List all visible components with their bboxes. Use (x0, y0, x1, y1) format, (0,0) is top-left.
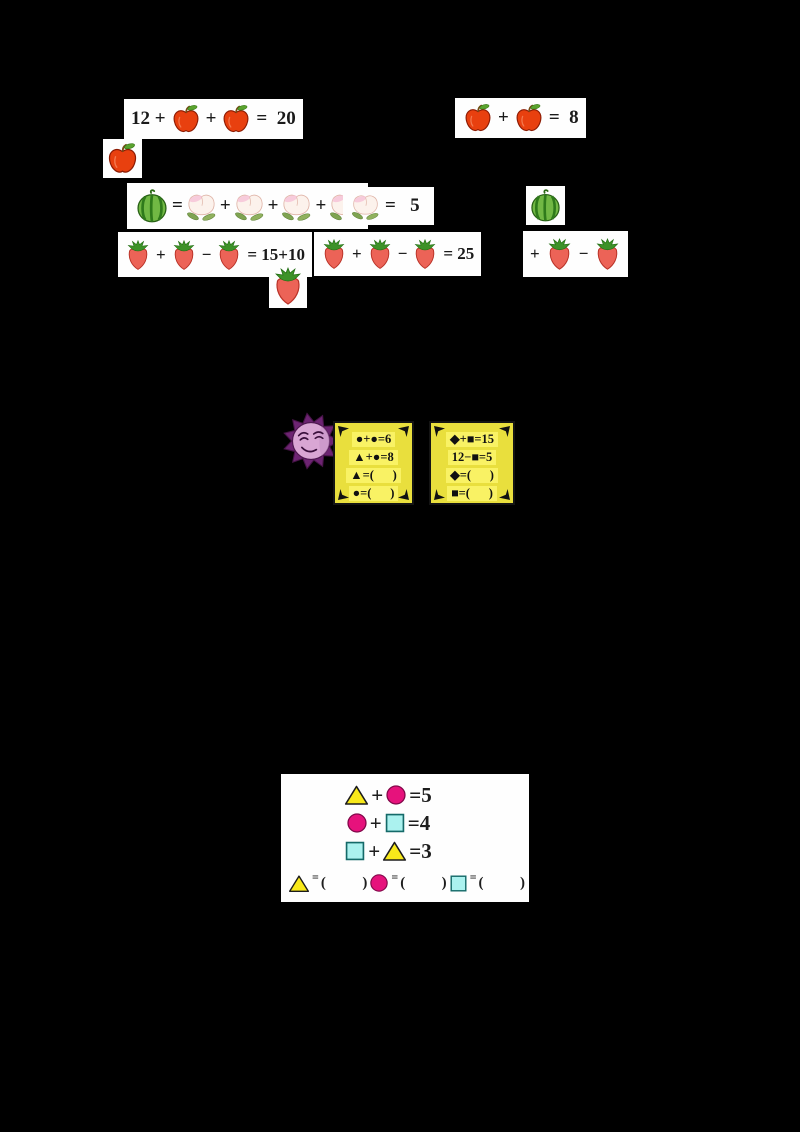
corner-mark-icon (434, 489, 445, 500)
equation-apple-sum-patch: 12 + + = 20 (124, 99, 303, 139)
apple-icon (172, 103, 199, 133)
equation-text: = 5 (385, 195, 420, 216)
strawberry-icon (275, 267, 301, 305)
equation-berries-a-patch: + − = 15+10 (118, 232, 312, 277)
answer-blank: ( ) (320, 874, 370, 891)
puzzle-row: + =4 (281, 809, 529, 837)
corner-mark-icon (398, 426, 409, 437)
card-equation: ●+●=6 (351, 432, 396, 447)
puzzle-rhs: =3 (409, 838, 432, 863)
corner-mark-icon (434, 426, 445, 437)
equation-text: + (219, 195, 231, 216)
square-icon (346, 841, 365, 861)
strawberry-solo-patch (269, 264, 307, 308)
puzzle-row: + =3 (281, 837, 529, 865)
equation-text: + (352, 244, 362, 263)
answer-equals: = (312, 869, 319, 884)
corner-mark-icon (499, 489, 510, 500)
answer-group-triangle: = ( ) (288, 870, 370, 893)
equation-text: − (578, 244, 589, 263)
square-icon (450, 875, 467, 891)
puzzle-op: + (369, 810, 382, 835)
puzzle-row: + =5 (281, 781, 529, 809)
card-equation: ◆=( ) (446, 468, 498, 483)
apple-icon (108, 141, 137, 174)
puzzle-rhs: =4 (407, 810, 431, 835)
equation-berries-c-patch: + − (523, 231, 629, 277)
card-equation: ▲=( ) (346, 468, 401, 483)
triangle-icon (288, 874, 310, 892)
circle-icon (347, 813, 367, 833)
watermelon-solo-patch (526, 186, 565, 225)
sun-face-icon (283, 412, 339, 470)
equation-text: + (530, 244, 540, 263)
answer-group-square: = ( ) (449, 870, 528, 893)
corner-mark-icon (499, 426, 510, 437)
watermelon-icon (530, 188, 561, 223)
equation-text: = 15+10 (247, 244, 305, 264)
triangle-icon (383, 841, 407, 861)
equation-text: = 25 (443, 244, 475, 263)
square-icon (385, 813, 405, 833)
corner-mark-icon (398, 489, 409, 500)
peach-icon (281, 193, 312, 222)
equation-peach-value-patch: = 5 (343, 187, 434, 225)
corner-mark-icon (338, 489, 349, 500)
strawberry-icon (548, 238, 570, 270)
equation-text: + (205, 108, 217, 129)
card-equation: ▲+●=8 (349, 450, 398, 465)
equation-berries-b-patch: + − = 25 (314, 232, 482, 276)
peach-icon (233, 193, 264, 222)
equation-text: + (267, 195, 279, 216)
watermelon-icon (136, 188, 168, 224)
card-equation: ◆+■=15 (446, 432, 498, 447)
equation-apple-pair-patch: + = 8 (455, 98, 586, 138)
answer-blank: ( ) (400, 874, 449, 891)
note-card-left: ●+●=6 ▲+●=8 ▲=( ) ●=( ) (333, 421, 414, 505)
strawberry-icon (369, 239, 390, 269)
peach-icon (350, 193, 380, 221)
puzzle-op: + (368, 838, 381, 863)
apple-solo-patch (103, 139, 142, 178)
equation-text: + (315, 195, 327, 216)
circle-icon (370, 874, 389, 892)
corner-mark-icon (338, 426, 349, 437)
equation-melon-peaches-patch: = + + + (127, 183, 369, 229)
card-equation: ●=( ) (348, 486, 399, 501)
note-card-right: ◆+■=15 12−■=5 ◆=( ) ■=( ) (429, 421, 515, 505)
card-equation: 12−■=5 (447, 450, 497, 465)
equation-text: = 8 (548, 107, 579, 128)
circle-icon (386, 785, 406, 805)
equation-text: = (172, 195, 183, 216)
shape-puzzle-box: + =5 + =4 + =3 = ( ) = ( (281, 774, 529, 902)
apple-icon (223, 103, 250, 133)
strawberry-icon (127, 239, 149, 270)
puzzle-rhs: =5 (409, 782, 432, 807)
triangle-icon (345, 785, 369, 805)
equation-text: = 20 (256, 108, 296, 129)
strawberry-icon (219, 239, 240, 270)
apple-icon (516, 102, 542, 132)
equation-text: − (397, 244, 408, 263)
answer-equals: = (391, 869, 399, 884)
strawberry-icon (323, 239, 345, 269)
equation-text: − (201, 244, 212, 264)
answer-equals: = (469, 869, 477, 884)
card-equation: ■=( ) (447, 486, 497, 501)
answer-blank: ( ) (478, 874, 528, 891)
strawberry-icon (415, 239, 436, 269)
apple-icon (465, 102, 491, 132)
puzzle-op: + (371, 782, 384, 807)
strawberry-icon (597, 238, 619, 270)
strawberry-icon (173, 239, 194, 270)
equation-text: 12 + (131, 108, 166, 129)
answer-group-circle: = ( ) (369, 869, 449, 893)
equation-text: + (498, 107, 509, 128)
equation-text: + (156, 244, 166, 264)
peach-icon (185, 193, 217, 222)
puzzle-answer-row: = ( ) = ( ) = ( ) (281, 869, 529, 893)
